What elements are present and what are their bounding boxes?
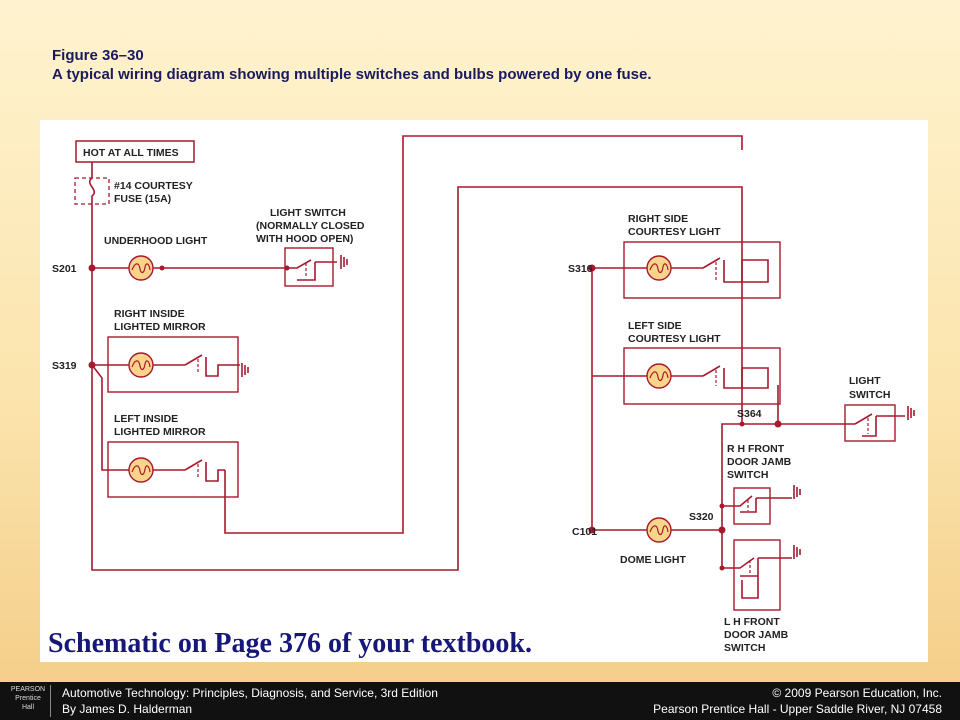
light-switch-feed — [777, 385, 855, 425]
fuse-label-2: FUSE (15A) — [114, 193, 171, 205]
right-courtesy-box — [623, 241, 781, 299]
logo-line-3: Hall — [21, 704, 35, 711]
light-switch-label-1: LIGHT SWITCH — [270, 207, 346, 219]
left-mirror-box — [107, 441, 239, 498]
splice-s201 — [88, 264, 96, 272]
lh-jamb-label-1: L H FRONT — [724, 616, 780, 628]
terminal-dot — [159, 265, 165, 271]
light-switch-b-label-1: LIGHT — [849, 375, 881, 387]
feed-wire — [91, 162, 743, 571]
ground-icon — [340, 254, 348, 270]
hot-label: HOT AT ALL TIMES — [83, 147, 179, 159]
dome-light-label: DOME LIGHT — [620, 554, 686, 566]
publisher-address: Pearson Prentice Hall - Upper Saddle Riv… — [653, 702, 942, 716]
light-switch-b-box — [844, 404, 896, 442]
light-switch-label-2: (NORMALLY CLOSED — [256, 220, 365, 232]
lh-jamb-switch-icon — [722, 557, 792, 599]
mirror-return-wire — [224, 135, 743, 534]
ground-icon — [793, 544, 801, 560]
underhood-light-label: UNDERHOOD LIGHT — [104, 235, 208, 247]
figure-description: A typical wiring diagram showing multipl… — [52, 66, 652, 83]
book-title: Automotive Technology: Principles, Diagn… — [62, 686, 438, 700]
publisher-logo: PEARSON Prentice Hall — [6, 685, 51, 717]
courtesy-feed-wire — [591, 267, 703, 377]
lh-jamb-label-3: SWITCH — [724, 642, 765, 654]
figure-caption: Figure 36–30 A typical wiring diagram sh… — [52, 46, 932, 84]
light-switch-b-label-2: SWITCH — [849, 389, 890, 401]
c101-label: C101 — [572, 526, 597, 538]
connector-c101 — [588, 526, 596, 534]
right-courtesy-switch-icon — [702, 257, 769, 283]
right-courtesy-label-2: COURTESY LIGHT — [628, 226, 721, 238]
left-mirror-label-1: LEFT INSIDE — [114, 413, 178, 425]
s320-label: S320 — [689, 511, 714, 523]
splice-s316 — [588, 264, 596, 272]
light-switch-label-3: WITH HOOD OPEN) — [256, 233, 353, 245]
left-mirror-label-2: LIGHTED MIRROR — [114, 426, 206, 438]
rh-jamb-label-1: R H FRONT — [727, 443, 785, 455]
ground-icon — [907, 405, 915, 421]
splice-s319 — [88, 361, 96, 369]
left-courtesy-switch-icon — [702, 365, 769, 389]
light-switch-b-icon — [854, 413, 905, 437]
ground-icon — [793, 484, 801, 500]
copyright: © 2009 Pearson Education, Inc. — [772, 686, 942, 700]
left-courtesy-bulb-icon — [646, 363, 672, 389]
underhood-bulb-icon — [128, 255, 154, 281]
left-mirror-bulb-icon — [128, 457, 154, 483]
left-mirror-switch-icon — [184, 459, 225, 482]
terminal-dot — [719, 565, 725, 571]
right-mirror-bulb-icon — [128, 352, 154, 378]
ground-icon — [241, 362, 249, 378]
splice-s364 — [774, 420, 782, 428]
right-mirror-switch-icon — [184, 354, 240, 377]
hot-label-box — [75, 140, 195, 163]
left-courtesy-label-2: COURTESY LIGHT — [628, 333, 721, 345]
logo-line-2: Prentice — [15, 695, 41, 702]
figure-number: Figure 36–30 — [52, 47, 144, 64]
left-courtesy-box — [623, 347, 781, 405]
terminal-dot — [284, 265, 290, 271]
rh-jamb-switch-icon — [722, 495, 792, 513]
lh-jamb-label-2: DOOR JAMB — [724, 629, 789, 641]
right-mirror-label-1: RIGHT INSIDE — [114, 308, 185, 320]
dome-bulb-icon — [646, 517, 672, 543]
right-courtesy-label-1: RIGHT SIDE — [628, 213, 688, 225]
right-mirror-label-2: LIGHTED MIRROR — [114, 321, 206, 333]
footer-left: Automotive Technology: Principles, Diagn… — [62, 685, 438, 717]
lh-jamb-box — [733, 539, 781, 611]
textbook-note: Schematic on Page 376 of your textbook. — [48, 628, 532, 659]
terminal-dot — [719, 503, 725, 509]
s364-label: S364 — [737, 408, 762, 420]
fuse-icon — [88, 177, 96, 204]
rh-jamb-label-3: SWITCH — [727, 469, 768, 481]
terminal-dot — [739, 421, 745, 427]
s201-label: S201 — [52, 263, 77, 275]
s319-label: S319 — [52, 360, 77, 372]
left-courtesy-label-1: LEFT SIDE — [628, 320, 682, 332]
rh-jamb-label-2: DOOR JAMB — [727, 456, 792, 468]
mirror-branch-wire — [91, 364, 185, 471]
logo-line-1: PEARSON — [10, 686, 46, 693]
footer-bar: PEARSON Prentice Hall Automotive Technol… — [0, 682, 960, 720]
fuse-label-1: #14 COURTESY — [114, 180, 193, 192]
book-author: By James D. Halderman — [62, 702, 193, 716]
underhood-switch-icon — [287, 259, 337, 281]
footer-right: © 2009 Pearson Education, Inc. Pearson P… — [653, 685, 942, 717]
s316-label: S316 — [568, 263, 593, 275]
splice-s320 — [718, 526, 726, 534]
right-courtesy-bulb-icon — [646, 255, 672, 281]
